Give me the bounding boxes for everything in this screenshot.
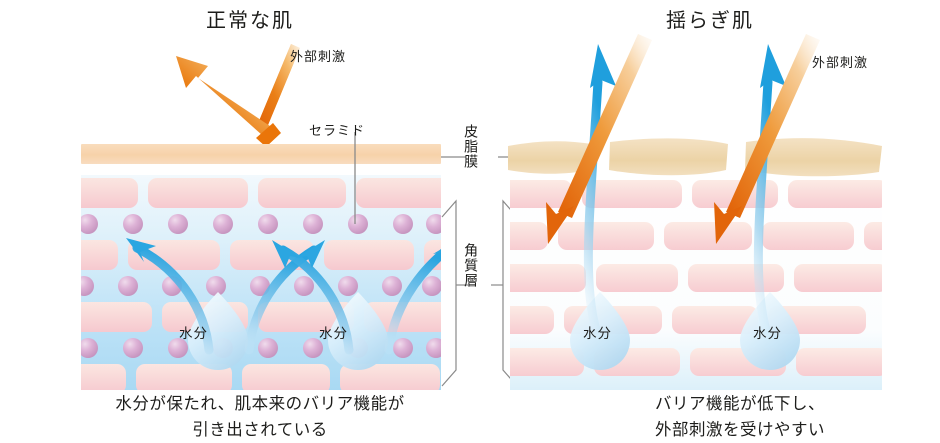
right-panel-caption: バリア機能が低下し、 外部刺激を受けやすい: [560, 392, 920, 443]
left-panel-caption: 水分が保たれ、肌本来のバリア機能が 引き出されている: [50, 392, 470, 443]
left-caption-line-2: 引き出されている: [192, 420, 328, 439]
sebum-film-layer-left: [81, 144, 441, 164]
right-caption-line-1: バリア機能が低下し、: [655, 395, 825, 413]
ceramide-leader-line: [354, 132, 356, 224]
sebum-film-label: 皮脂膜: [463, 124, 480, 169]
left-caption-line-1: 水分が保たれ、肌本来のバリア機能が: [115, 395, 405, 413]
left-panel-title: 正常な肌: [206, 10, 294, 32]
ceramide-label: セラミド: [309, 123, 366, 138]
sebum-film-layer-right: [508, 138, 882, 177]
moisture-retention-arrows-left: [132, 243, 441, 355]
normal-skin-diagram: [0, 30, 470, 390]
horny-layer-label: 角質層: [463, 243, 480, 288]
water-label-right-1: 水分: [583, 326, 612, 341]
water-label-right-2: 水分: [753, 326, 782, 341]
external-stimulus-label-left: 外部刺激: [290, 49, 347, 64]
right-panel-title: 揺らぎ肌: [666, 10, 754, 32]
right-caption-line-2: 外部刺激を受けやすい: [655, 420, 825, 439]
sensitive-skin-diagram: [470, 30, 940, 390]
external-stimulus-arrows-right: [546, 34, 820, 244]
moisture-arrow-heads-left: [126, 238, 441, 268]
external-stimulus-arrow-left: [176, 44, 300, 147]
ceramide-particles-left: [81, 214, 441, 358]
water-label-left-2: 水分: [319, 326, 348, 341]
external-stimulus-label-right: 外部刺激: [812, 55, 869, 70]
water-label-left-1: 水分: [179, 326, 208, 341]
